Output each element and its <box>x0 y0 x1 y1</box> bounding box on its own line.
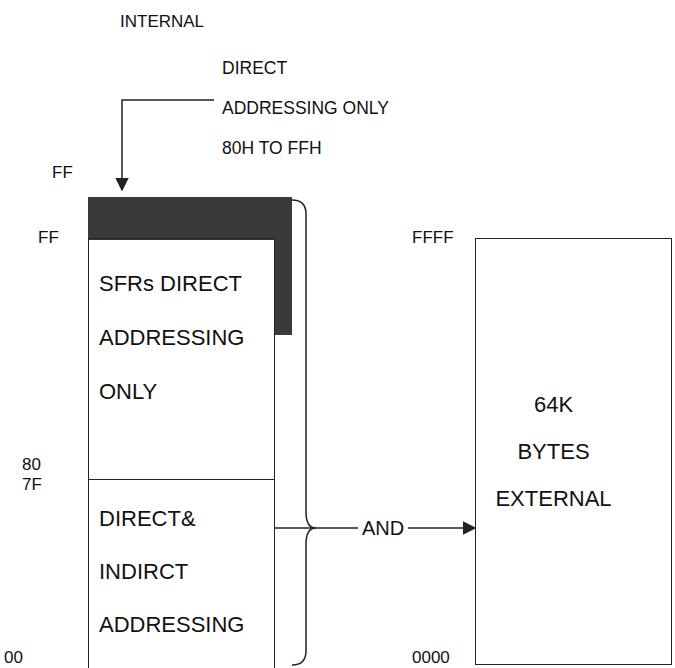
leader-line <box>122 100 214 190</box>
address-label: 80 <box>22 455 41 475</box>
memory-block: DIRECT& INDIRCT ADDRESSING <box>88 479 275 668</box>
address-label: 00 <box>4 648 23 668</box>
address-label: FF <box>52 163 73 183</box>
grouping-brace <box>292 200 316 665</box>
block-text: SFRs DIRECT ADDRESSING ONLY <box>99 257 244 419</box>
address-label: FFFF <box>412 228 454 248</box>
region-title: INTERNAL <box>120 12 204 32</box>
block-text: 64K BYTES EXTERNAL <box>495 381 611 522</box>
address-label: 0000 <box>412 648 450 668</box>
callout-note: DIRECT ADDRESSING ONLY 80H TO FFH <box>222 48 399 168</box>
extended-ram-strip <box>275 238 292 335</box>
extended-ram-bar <box>88 197 292 240</box>
memory-block: 64K BYTES EXTERNAL <box>475 238 672 665</box>
block-text: DIRECT& INDIRCT ADDRESSING <box>99 492 244 651</box>
edge-label: AND <box>358 516 408 540</box>
memory-block: SFRs DIRECT ADDRESSING ONLY <box>88 238 275 480</box>
address-label: 7F <box>22 475 42 495</box>
address-label: FF <box>38 228 59 248</box>
